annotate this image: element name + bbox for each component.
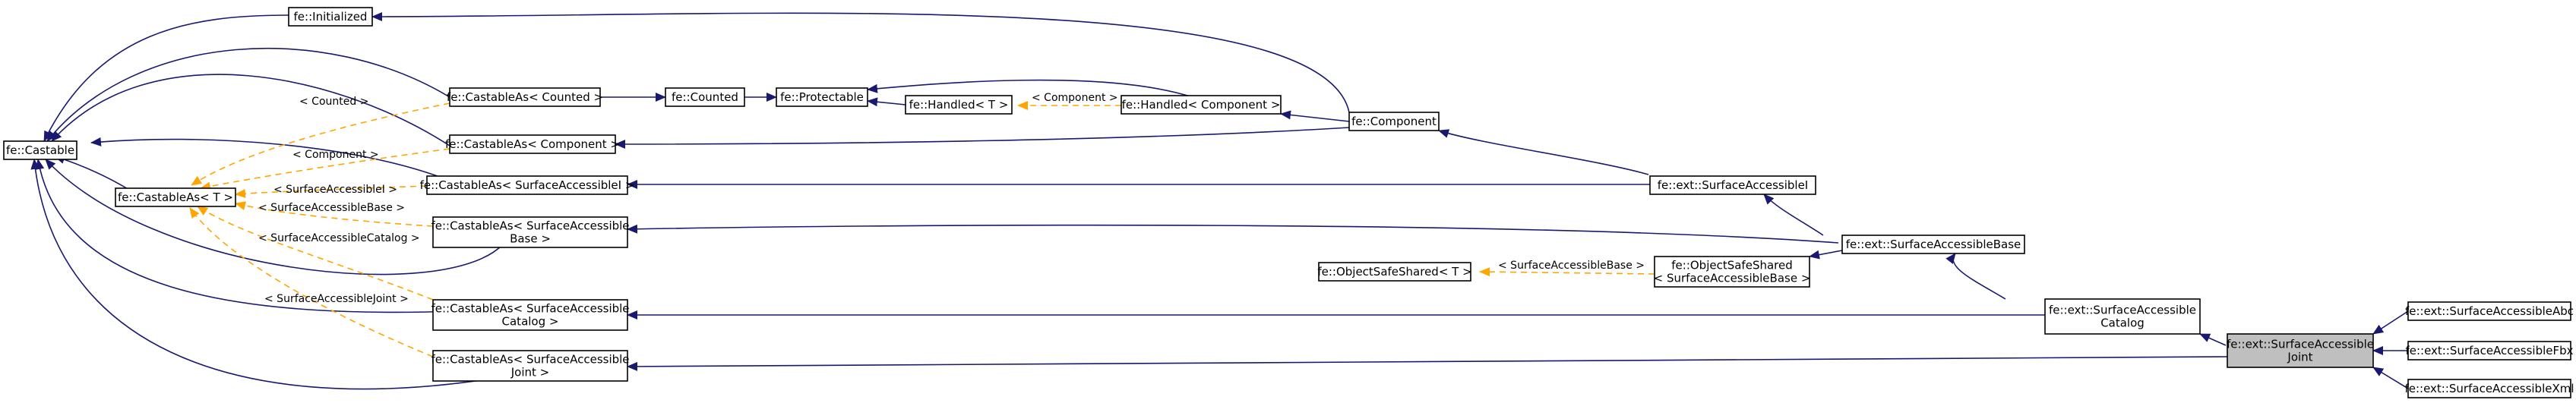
node-label: fe::ext::SurfaceAccessibleBase bbox=[1846, 238, 2021, 251]
edge-label-handled-component: < Component > bbox=[1032, 92, 1118, 104]
node-castableas-counted[interactable]: fe::CastableAs< Counted > bbox=[447, 87, 603, 107]
edge-handled-t-to-protectable bbox=[867, 97, 906, 107]
edges-solid bbox=[30, 14, 502, 390]
edge-dashed-counted bbox=[191, 102, 450, 186]
node-castableas-surfaceaccessiblei[interactable]: fe::CastableAs< SurfaceAccessibleI > bbox=[420, 175, 635, 195]
node-label: fe::CastableAs< SurfaceAccessible bbox=[431, 353, 629, 367]
edge-extsabase-to-extsai bbox=[1763, 194, 1824, 236]
edge-castableas-component-to-castable bbox=[51, 74, 450, 146]
edge-dashed-sacatalog bbox=[197, 206, 434, 301]
edge-castableas-sacatalog-to-castable bbox=[35, 159, 457, 313]
node-label: fe::ext::SurfaceAccessible bbox=[2049, 304, 2196, 317]
node-label: fe::CastableAs< T > bbox=[118, 190, 233, 204]
edge-castableas-sabase-to-castable bbox=[45, 159, 502, 275]
edge-dashed-sajoint bbox=[189, 207, 434, 357]
node-protectable[interactable]: fe::Protectable bbox=[776, 87, 868, 107]
edge-extsaxml-to-extsajoint bbox=[2372, 367, 2409, 389]
node-handled-component[interactable]: fe::Handled< Component > bbox=[1120, 95, 1282, 115]
edge-dashed-sabase bbox=[235, 201, 434, 227]
node-castableas-surfaceaccessiblecatalog[interactable]: fe::CastableAs< SurfaceAccessibleCatalog… bbox=[431, 299, 630, 331]
edge-label-sai: < SurfaceAccessibleI > bbox=[273, 184, 397, 196]
node-component[interactable]: fe::Component bbox=[1348, 112, 1440, 131]
node-label: Base > bbox=[510, 232, 551, 246]
edge-castableas-sai-to-castable bbox=[90, 137, 450, 181]
node-castableas-surfaceaccessiblebase[interactable]: fe::CastableAs< SurfaceAccessibleBase > bbox=[431, 216, 630, 248]
node-objectsafeshared-t[interactable]: fe::ObjectSafeShared< T > bbox=[1317, 262, 1472, 282]
edge-extsabase-to-objsafe-sabase bbox=[1809, 250, 1843, 260]
node-label: fe::Protectable bbox=[780, 90, 864, 104]
node-label: Joint > bbox=[510, 366, 550, 379]
node-label: fe::Handled< Component > bbox=[1122, 98, 1281, 112]
node-label: fe::CastableAs< Counted > bbox=[447, 90, 603, 104]
edge-extsai-to-component bbox=[1438, 129, 1649, 175]
node-ext-surfaceaccessibleabc[interactable]: fe::ext::SurfaceAccessibleAbc bbox=[2405, 301, 2574, 321]
node-castableas-t[interactable]: fe::CastableAs< T > bbox=[115, 187, 236, 207]
node-label: < SurfaceAccessibleBase > bbox=[1654, 272, 1811, 285]
node-label: fe::ext::SurfaceAccessibleAbc bbox=[2405, 304, 2574, 318]
edge-label-objsafe-sabase: < SurfaceAccessibleBase > bbox=[1498, 260, 1645, 272]
node-ext-surfaceaccessiblexml[interactable]: fe::ext::SurfaceAccessibleXml bbox=[2404, 379, 2574, 398]
edges-dashed bbox=[189, 101, 1655, 357]
edge-extsajoint-to-castableas-sajoint bbox=[627, 356, 2228, 371]
edge-label-sabase: < SurfaceAccessibleBase > bbox=[258, 202, 405, 214]
edge-extsacatalog-to-extsabase bbox=[1945, 253, 2006, 300]
edge-initialized-to-castable bbox=[43, 14, 289, 142]
nodes: fe::Castable fe::Initialized fe::Castabl… bbox=[3, 7, 2574, 398]
node-objectsafeshared-surfaceaccessiblebase[interactable]: fe::ObjectSafeShared< SurfaceAccessibleB… bbox=[1654, 256, 1811, 288]
node-label: fe::ext::SurfaceAccessible bbox=[2227, 338, 2374, 351]
node-ext-surfaceaccessiblecatalog[interactable]: fe::ext::SurfaceAccessibleCatalog bbox=[2044, 298, 2201, 335]
edge-extsabase-to-castableas-sabase bbox=[627, 224, 1839, 244]
node-ext-surfaceaccessiblefbx[interactable]: fe::ext::SurfaceAccessibleFbx bbox=[2405, 341, 2574, 360]
edge-label-sacatalog: < SurfaceAccessibleCatalog > bbox=[258, 232, 420, 244]
node-label: fe::Castable bbox=[6, 143, 74, 157]
edge-label-counted: < Counted > bbox=[299, 96, 368, 108]
node-label: fe::ObjectSafeShared bbox=[1671, 259, 1793, 272]
edge-dashed-objsafe-sabase bbox=[1479, 267, 1655, 277]
edge-handled-component-to-protectable bbox=[867, 79, 1193, 98]
node-ext-surfaceaccessiblejoint[interactable]: fe::ext::SurfaceAccessibleJoint bbox=[2227, 333, 2374, 368]
node-label: Catalog bbox=[2100, 316, 2145, 330]
node-label: fe::Initialized bbox=[294, 10, 368, 24]
edge-extsaabc-to-extsajoint bbox=[2372, 310, 2409, 335]
node-label: fe::CastableAs< SurfaceAccessibleI > bbox=[420, 178, 635, 192]
edge-label-component: < Component > bbox=[292, 149, 379, 161]
node-label: fe::Component bbox=[1351, 115, 1437, 128]
node-castableas-component[interactable]: fe::CastableAs< Component > bbox=[445, 134, 620, 154]
edge-extsajoint-to-extsacatalog bbox=[2199, 333, 2227, 346]
node-counted[interactable]: fe::Counted bbox=[665, 87, 745, 107]
edge-component-to-handled-component bbox=[1280, 110, 1350, 122]
edge-component-to-initialized bbox=[371, 11, 1350, 113]
edge-label-sajoint: < SurfaceAccessibleJoint > bbox=[264, 293, 409, 305]
node-label: Catalog > bbox=[502, 315, 559, 329]
node-label: fe::CastableAs< SurfaceAccessible bbox=[431, 302, 629, 316]
edge-castableas-counted-to-castable bbox=[46, 47, 450, 142]
node-castable[interactable]: fe::Castable bbox=[3, 140, 77, 160]
node-label: fe::Counted bbox=[672, 90, 738, 104]
node-handled-t[interactable]: fe::Handled< T > bbox=[905, 95, 1013, 115]
edge-component-to-castableas-component bbox=[615, 127, 1350, 149]
node-label: fe::ext::SurfaceAccessibleXml bbox=[2404, 382, 2574, 395]
node-castableas-surfaceaccessiblejoint[interactable]: fe::CastableAs< SurfaceAccessibleJoint > bbox=[431, 350, 630, 382]
node-label: fe::ext::SurfaceAccessibleFbx bbox=[2405, 344, 2573, 357]
node-initialized[interactable]: fe::Initialized bbox=[288, 7, 373, 27]
node-ext-surfaceaccessiblebase[interactable]: fe::ext::SurfaceAccessibleBase bbox=[1841, 235, 2025, 254]
node-label: Joint bbox=[2287, 351, 2312, 364]
node-label: fe::CastableAs< Component > bbox=[445, 137, 620, 151]
node-label: fe::ObjectSafeShared< T > bbox=[1317, 265, 1471, 279]
node-label: fe::Handled< T > bbox=[909, 98, 1009, 112]
edge-castableas-sajoint-to-castable bbox=[30, 159, 487, 390]
edge-castableas-t-to-castable bbox=[54, 155, 130, 190]
edges-chain bbox=[371, 11, 2409, 389]
node-ext-surfaceaccessiblei[interactable]: fe::ext::SurfaceAccessibleI bbox=[1649, 175, 1816, 195]
node-label: fe::CastableAs< SurfaceAccessible bbox=[431, 219, 629, 233]
edge-labels: < Counted > < Component > < SurfaceAcces… bbox=[258, 92, 1645, 305]
node-label: fe::ext::SurfaceAccessibleI bbox=[1658, 178, 1808, 192]
